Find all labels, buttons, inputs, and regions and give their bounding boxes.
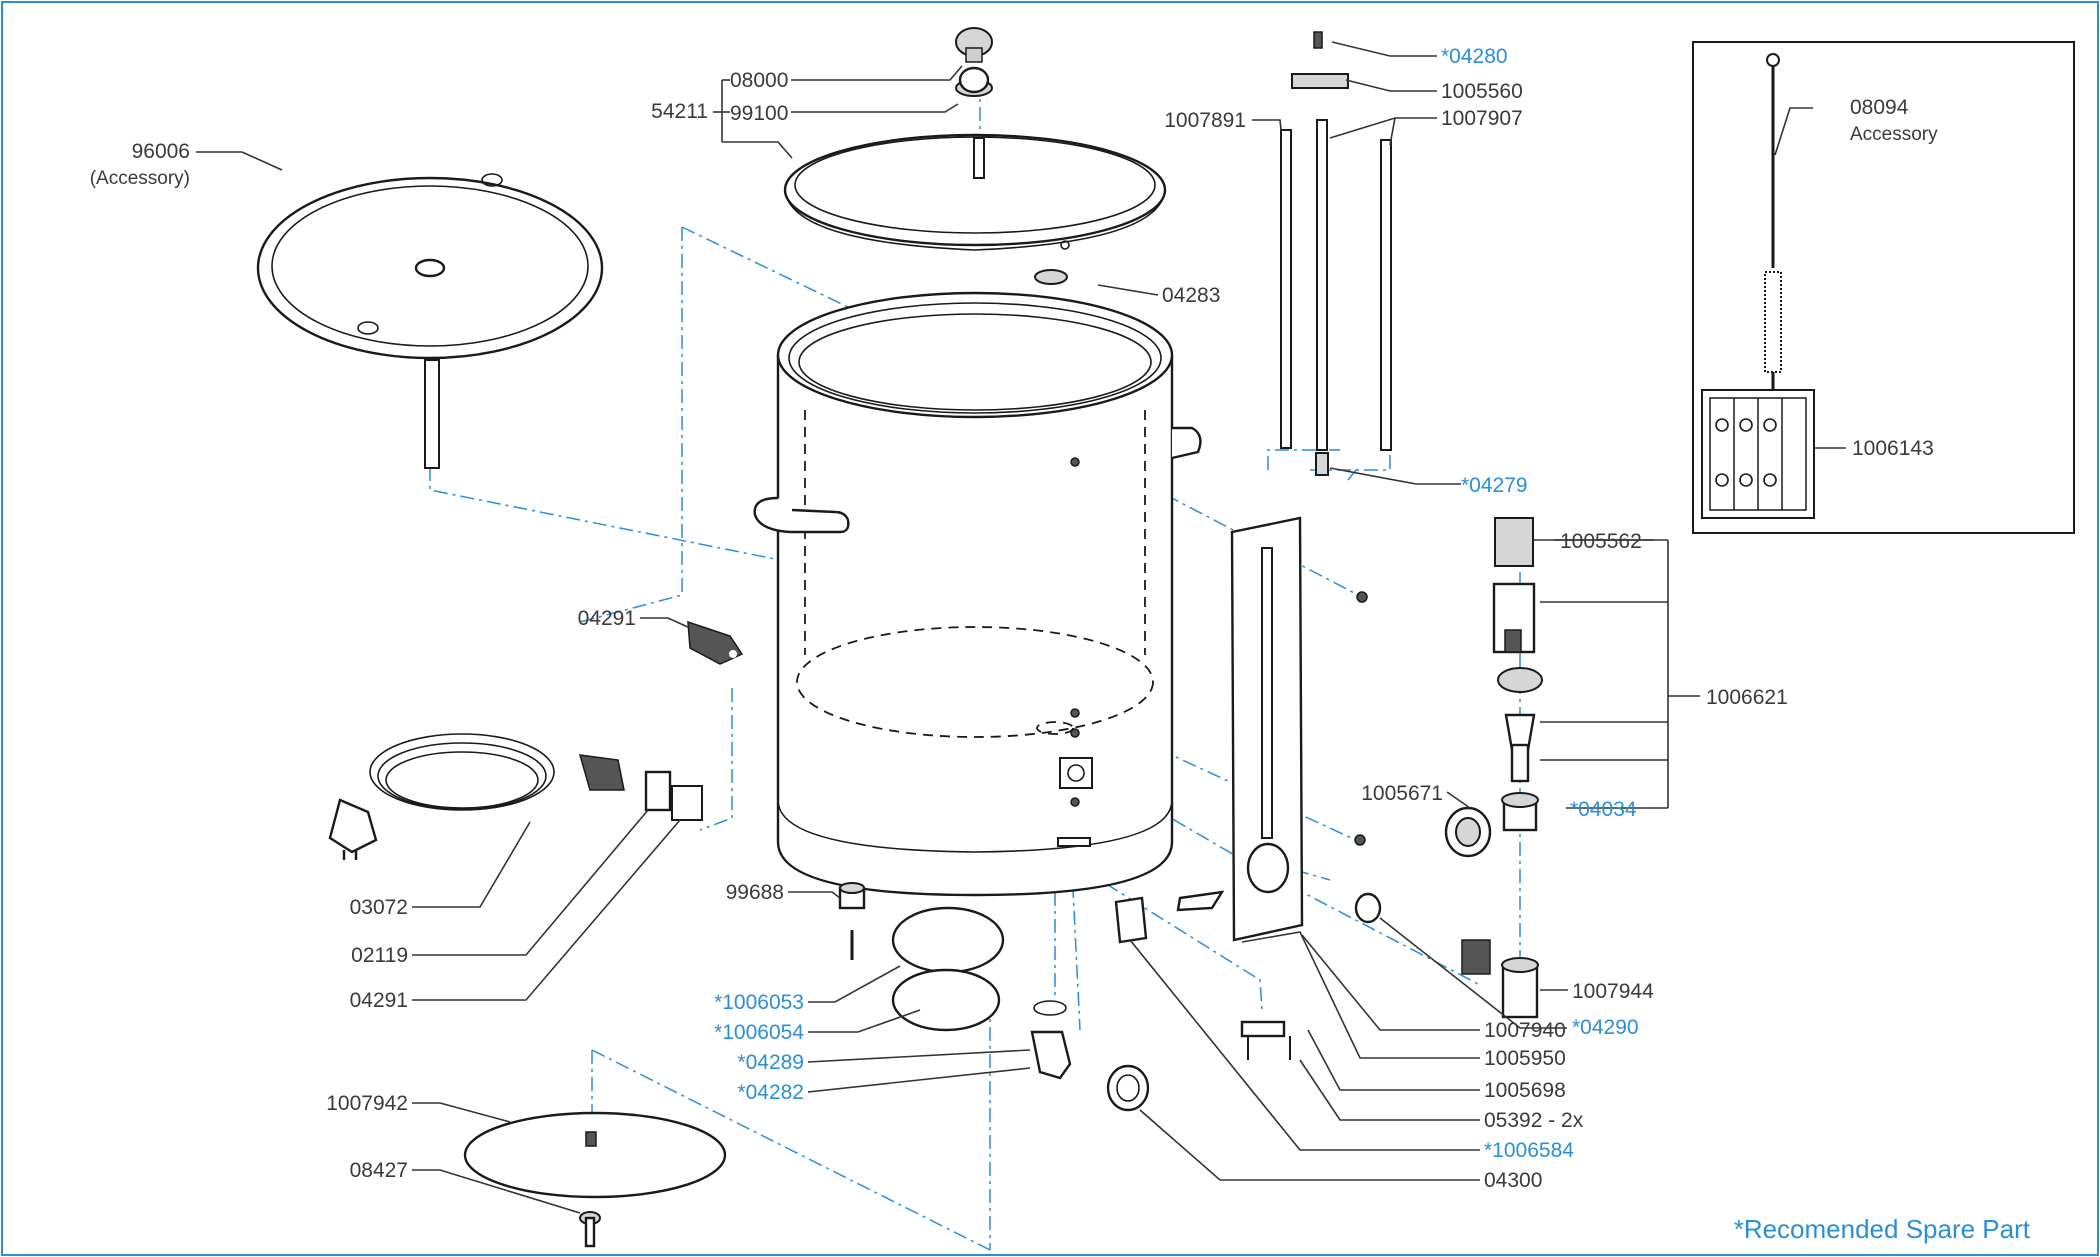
lid-assembly	[783, 27, 1167, 285]
label-1005950: 1005950	[1484, 1047, 1566, 1070]
label-1005698: 1005698	[1484, 1079, 1566, 1102]
leader-lines	[196, 41, 1846, 1214]
urn-body	[753, 291, 1202, 897]
label-99100: 99100	[730, 102, 788, 125]
label-04300: 04300	[1484, 1169, 1542, 1192]
spare-part-footnote: *Recomended Spare Part	[1734, 1214, 2031, 1244]
brush-accessory-box	[1692, 41, 2075, 534]
label-08094: 08094	[1850, 96, 1909, 119]
label-1006053: *1006053	[714, 991, 804, 1014]
label-04291-gasket: 04291	[350, 989, 408, 1012]
label-08000: 08000	[730, 69, 788, 92]
heating-elements	[838, 882, 1291, 1112]
label-04283: 04283	[1162, 284, 1220, 307]
label-96006-note: (Accessory)	[90, 168, 190, 189]
label-04282: *04282	[737, 1081, 804, 1104]
label-1007891: 1007891	[1164, 109, 1246, 132]
label-04279: *04279	[1461, 474, 1528, 497]
clip-04291	[687, 620, 744, 665]
label-1006584: *1006584	[1484, 1139, 1574, 1162]
label-1005560: 1005560	[1441, 80, 1523, 103]
label-1006054: *1006054	[714, 1021, 804, 1044]
label-04290: *04290	[1572, 1016, 1639, 1039]
label-02119: 02119	[351, 944, 408, 967]
base-plate-1007942	[463, 1111, 727, 1248]
label-1007944: 1007944	[1572, 980, 1654, 1003]
label-99688: 99688	[726, 881, 784, 904]
label-03072: 03072	[350, 896, 408, 919]
label-04280: *04280	[1441, 45, 1508, 68]
sight-tube-rods	[1280, 31, 1392, 476]
label-08427: 08427	[350, 1159, 408, 1182]
label-1005562: 1005562	[1560, 530, 1642, 553]
label-96006: 96006	[132, 140, 190, 163]
label-1006143: 1006143	[1852, 437, 1934, 460]
label-1007940: 1007940	[1484, 1019, 1566, 1042]
label-54211: 54211	[651, 100, 708, 123]
label-05392: 05392 - 2x	[1484, 1109, 1584, 1132]
tray-96006	[256, 173, 604, 469]
label-1006621: 1006621	[1706, 686, 1788, 709]
power-cord	[328, 733, 703, 860]
part-labels: 96006 (Accessory) 54211 08000 99100 0428…	[90, 45, 1938, 1192]
label-1005671: 1005671	[1361, 782, 1443, 805]
faucet-assembly	[1354, 517, 1543, 1019]
label-04289: *04289	[737, 1051, 804, 1074]
label-04291-clip: 04291	[578, 607, 636, 630]
label-1007907: 1007907	[1441, 107, 1523, 130]
label-08094-note: Accessory	[1850, 124, 1938, 145]
sight-guard-1007940	[1230, 516, 1368, 942]
label-1007942: 1007942	[326, 1092, 408, 1115]
label-04034: *04034	[1570, 798, 1637, 821]
